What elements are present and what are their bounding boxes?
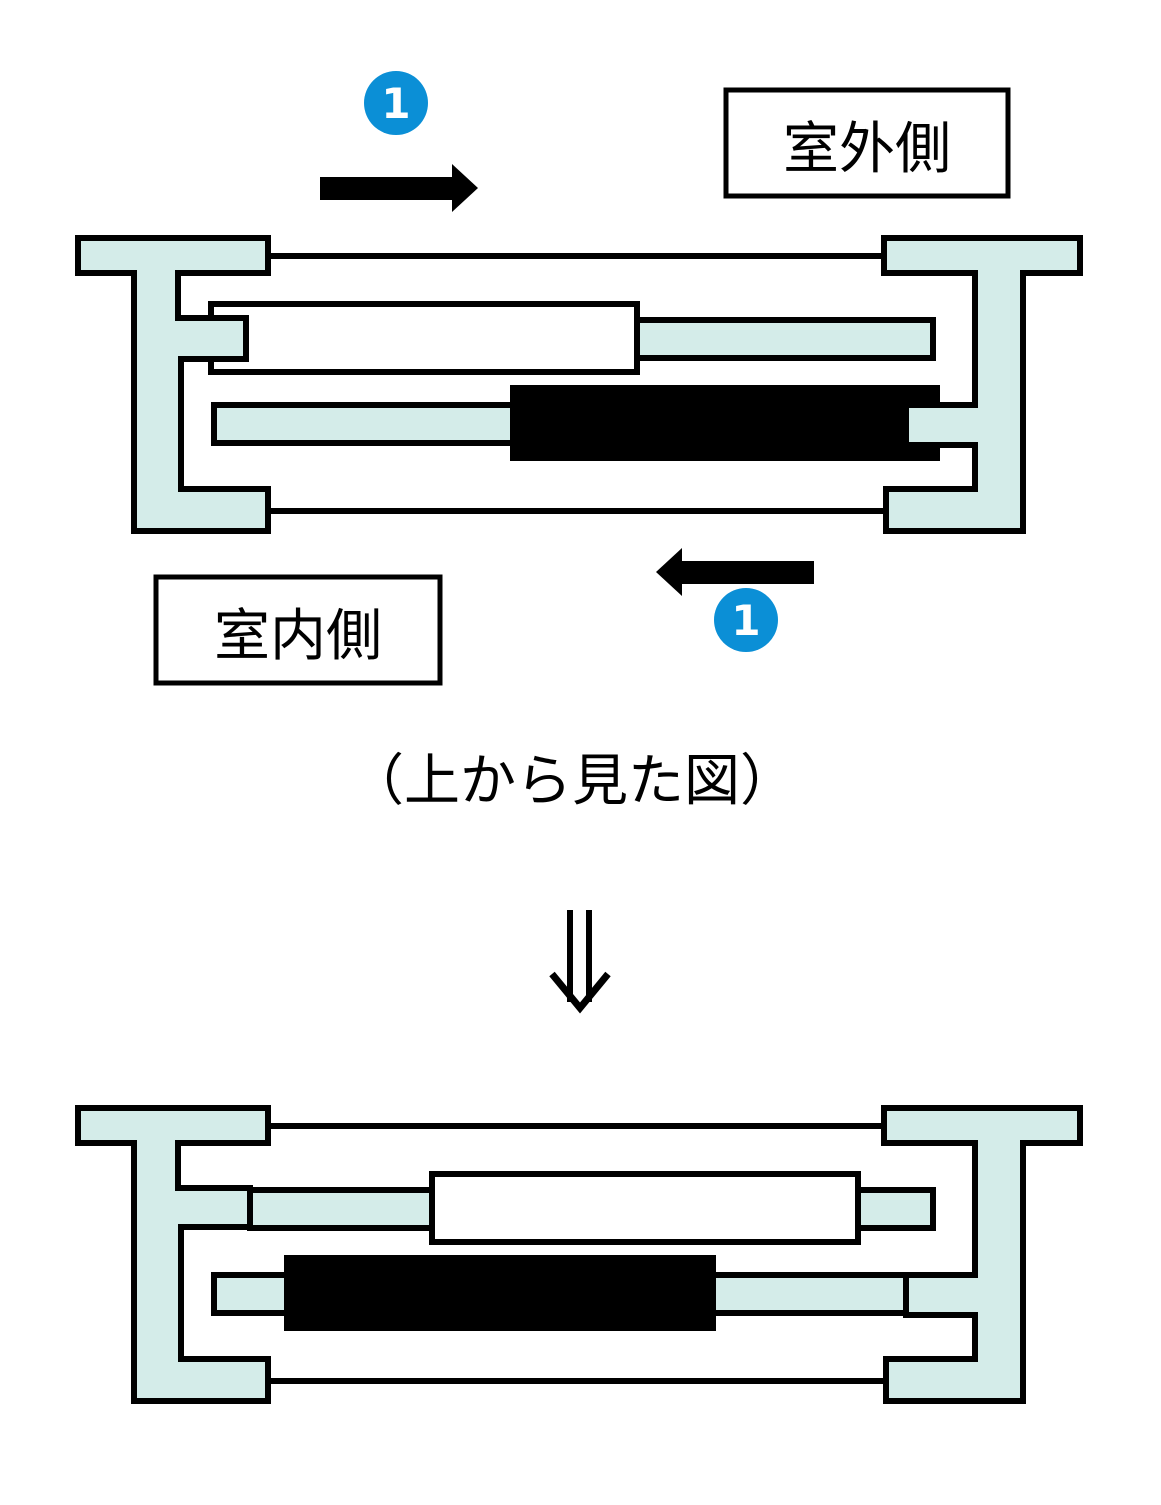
left-frame	[75, 1105, 271, 1404]
inner-sash-stile	[211, 402, 517, 446]
bottom-rail-line	[270, 508, 886, 514]
outer-sash-white	[429, 1171, 861, 1245]
step-number: 1	[731, 596, 760, 645]
step-badge	[714, 588, 778, 652]
step-number: 1	[381, 79, 410, 128]
outdoor-label: 室外側	[783, 117, 951, 182]
top-view-after	[75, 1105, 1083, 1404]
top-rail-line	[270, 253, 886, 259]
top-view-before	[75, 235, 1083, 534]
inner-sash-black	[284, 1255, 716, 1331]
outdoor-label-box: 室外側	[723, 87, 1011, 199]
outer-sash-stile-right	[855, 1187, 936, 1231]
arrow-right-step-1: 1	[320, 71, 478, 212]
indoor-label-box: 室内側	[153, 574, 443, 686]
left-arrow-icon	[656, 548, 814, 596]
inner-sash-stile-right	[709, 1272, 909, 1316]
left-frame-nub	[178, 321, 246, 356]
right-arrow-icon	[320, 164, 478, 212]
inner-sash-stile-left	[211, 1272, 297, 1316]
double-down-arrow-icon	[549, 910, 611, 1014]
bottom-rail-line	[270, 1378, 886, 1384]
right-frame	[881, 1105, 1083, 1404]
right-frame-nub	[909, 408, 975, 442]
caption: （上から見た図）	[348, 749, 796, 814]
outer-sash-white	[208, 301, 640, 375]
right-frame	[881, 235, 1083, 534]
top-rail-line	[270, 1123, 886, 1129]
outer-sash-stile-left	[247, 1187, 435, 1231]
indoor-label: 室内側	[214, 604, 382, 669]
step-badge	[364, 71, 428, 135]
inner-sash-black	[510, 385, 940, 461]
left-frame	[75, 235, 271, 534]
arrow-left-step-1: 1	[656, 548, 814, 652]
outer-sash-stile	[634, 317, 936, 361]
